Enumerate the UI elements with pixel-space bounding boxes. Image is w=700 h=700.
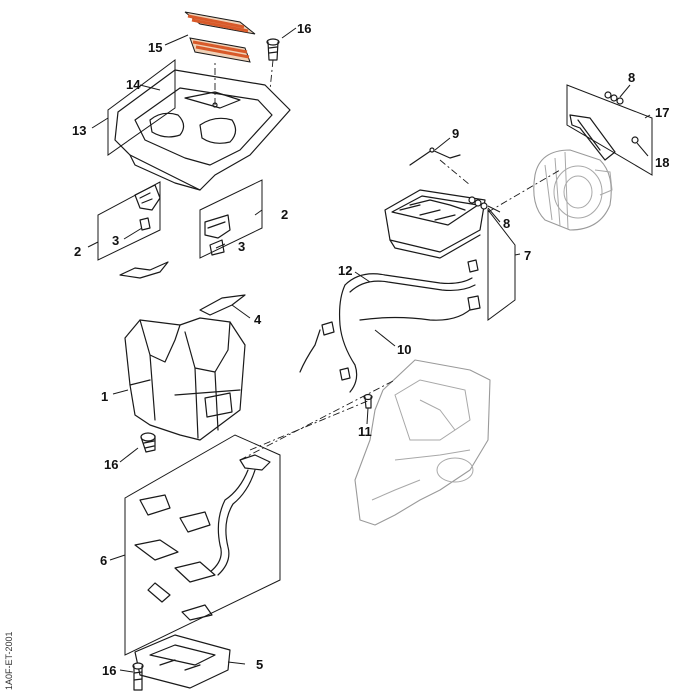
leader-lines	[87, 27, 651, 673]
callout-16-top: 16	[297, 21, 311, 36]
callout-8-top: 8	[628, 70, 635, 85]
callout-9: 9	[452, 126, 459, 141]
housing-ghost	[354, 359, 491, 526]
callout-2-right: 2	[281, 207, 288, 222]
callout-8-module: 8	[503, 216, 510, 231]
screw-11	[363, 393, 373, 409]
top-cover	[114, 69, 291, 191]
bracket-17	[569, 114, 639, 161]
callout-16-bottom: 16	[102, 663, 116, 678]
callout-3-right: 3	[238, 239, 245, 254]
wiring-harness-group	[134, 454, 271, 621]
callout-1: 1	[101, 389, 108, 404]
screw-16-mid	[140, 432, 156, 453]
callout-5: 5	[256, 657, 263, 672]
callout-16-mid: 16	[104, 457, 118, 472]
wire-clip-9	[409, 147, 461, 166]
callout-10: 10	[397, 342, 411, 357]
callout-13: 13	[72, 123, 86, 138]
clip-group-left	[119, 184, 169, 279]
callout-17: 17	[655, 105, 669, 120]
screw-16-bottom	[132, 662, 144, 691]
callout-7: 7	[524, 248, 531, 263]
callout-3-left: 3	[112, 233, 119, 248]
callout-4: 4	[254, 312, 262, 327]
clip-group-right	[204, 214, 231, 256]
callouts: 1 2 3 2 3 4 5 6 7 8 8 9 10 11 12 13 14 1…	[72, 21, 669, 678]
motor-ring-ghost	[533, 149, 613, 231]
callout-18: 18	[655, 155, 669, 170]
callout-6: 6	[100, 553, 107, 568]
callout-15: 15	[148, 40, 162, 55]
callout-14: 14	[126, 77, 141, 92]
callout-11: 11	[358, 424, 372, 439]
screw-16-top	[266, 38, 280, 61]
cables	[299, 259, 481, 393]
bottom-plate	[134, 634, 231, 689]
alignment-lines	[214, 59, 561, 461]
clip-4	[199, 294, 246, 316]
drawing-code: 1A0F-ET-2001	[4, 631, 14, 690]
callout-12: 12	[338, 263, 352, 278]
filter-pads	[184, 11, 256, 63]
nuts-8	[468, 91, 624, 210]
battery-housing	[124, 317, 246, 441]
callout-2-left: 2	[74, 244, 81, 259]
group-brackets	[97, 59, 653, 656]
